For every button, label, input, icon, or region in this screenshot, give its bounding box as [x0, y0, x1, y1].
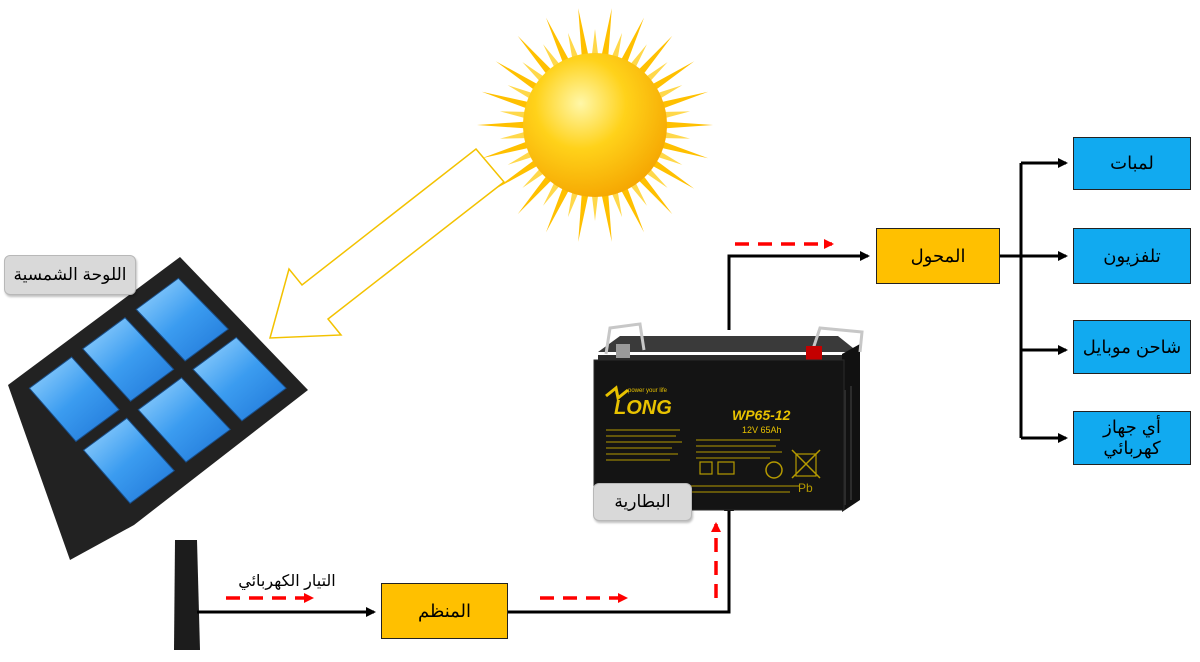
wires [197, 158, 1068, 617]
solar-cell [137, 377, 231, 463]
battery-model: WP65-12 [732, 407, 791, 423]
solar-panel-icon [8, 257, 308, 650]
output-any-device: أي جهاز كهربائي [1073, 411, 1191, 465]
output-tv: تلفزيون [1073, 228, 1191, 284]
solar-cell [82, 317, 175, 402]
inverter-box: المحول [876, 228, 1000, 284]
battery-brand: LONG [614, 397, 672, 419]
output-phone-charger: شاحن موبايل [1073, 320, 1191, 374]
solar-cell [192, 336, 287, 422]
solar-cell [28, 356, 120, 443]
battery-label: البطارية [593, 483, 692, 521]
solar-cell [82, 417, 175, 505]
sunlight-arrow [269, 147, 506, 339]
output-lamps: لمبات [1073, 137, 1191, 190]
current-label: التيار الكهربائي [238, 573, 336, 590]
sun-icon [477, 8, 713, 242]
battery-pb: Pb [798, 481, 813, 495]
battery-tagline: power your life [628, 388, 668, 394]
battery-spec: 12V 65Ah [742, 425, 782, 435]
solar-cell [135, 277, 229, 362]
solar-panel-label: اللوحة الشمسية [4, 255, 136, 295]
current-flow-dashes [226, 239, 834, 603]
regulator-box: المنظم [381, 583, 508, 639]
